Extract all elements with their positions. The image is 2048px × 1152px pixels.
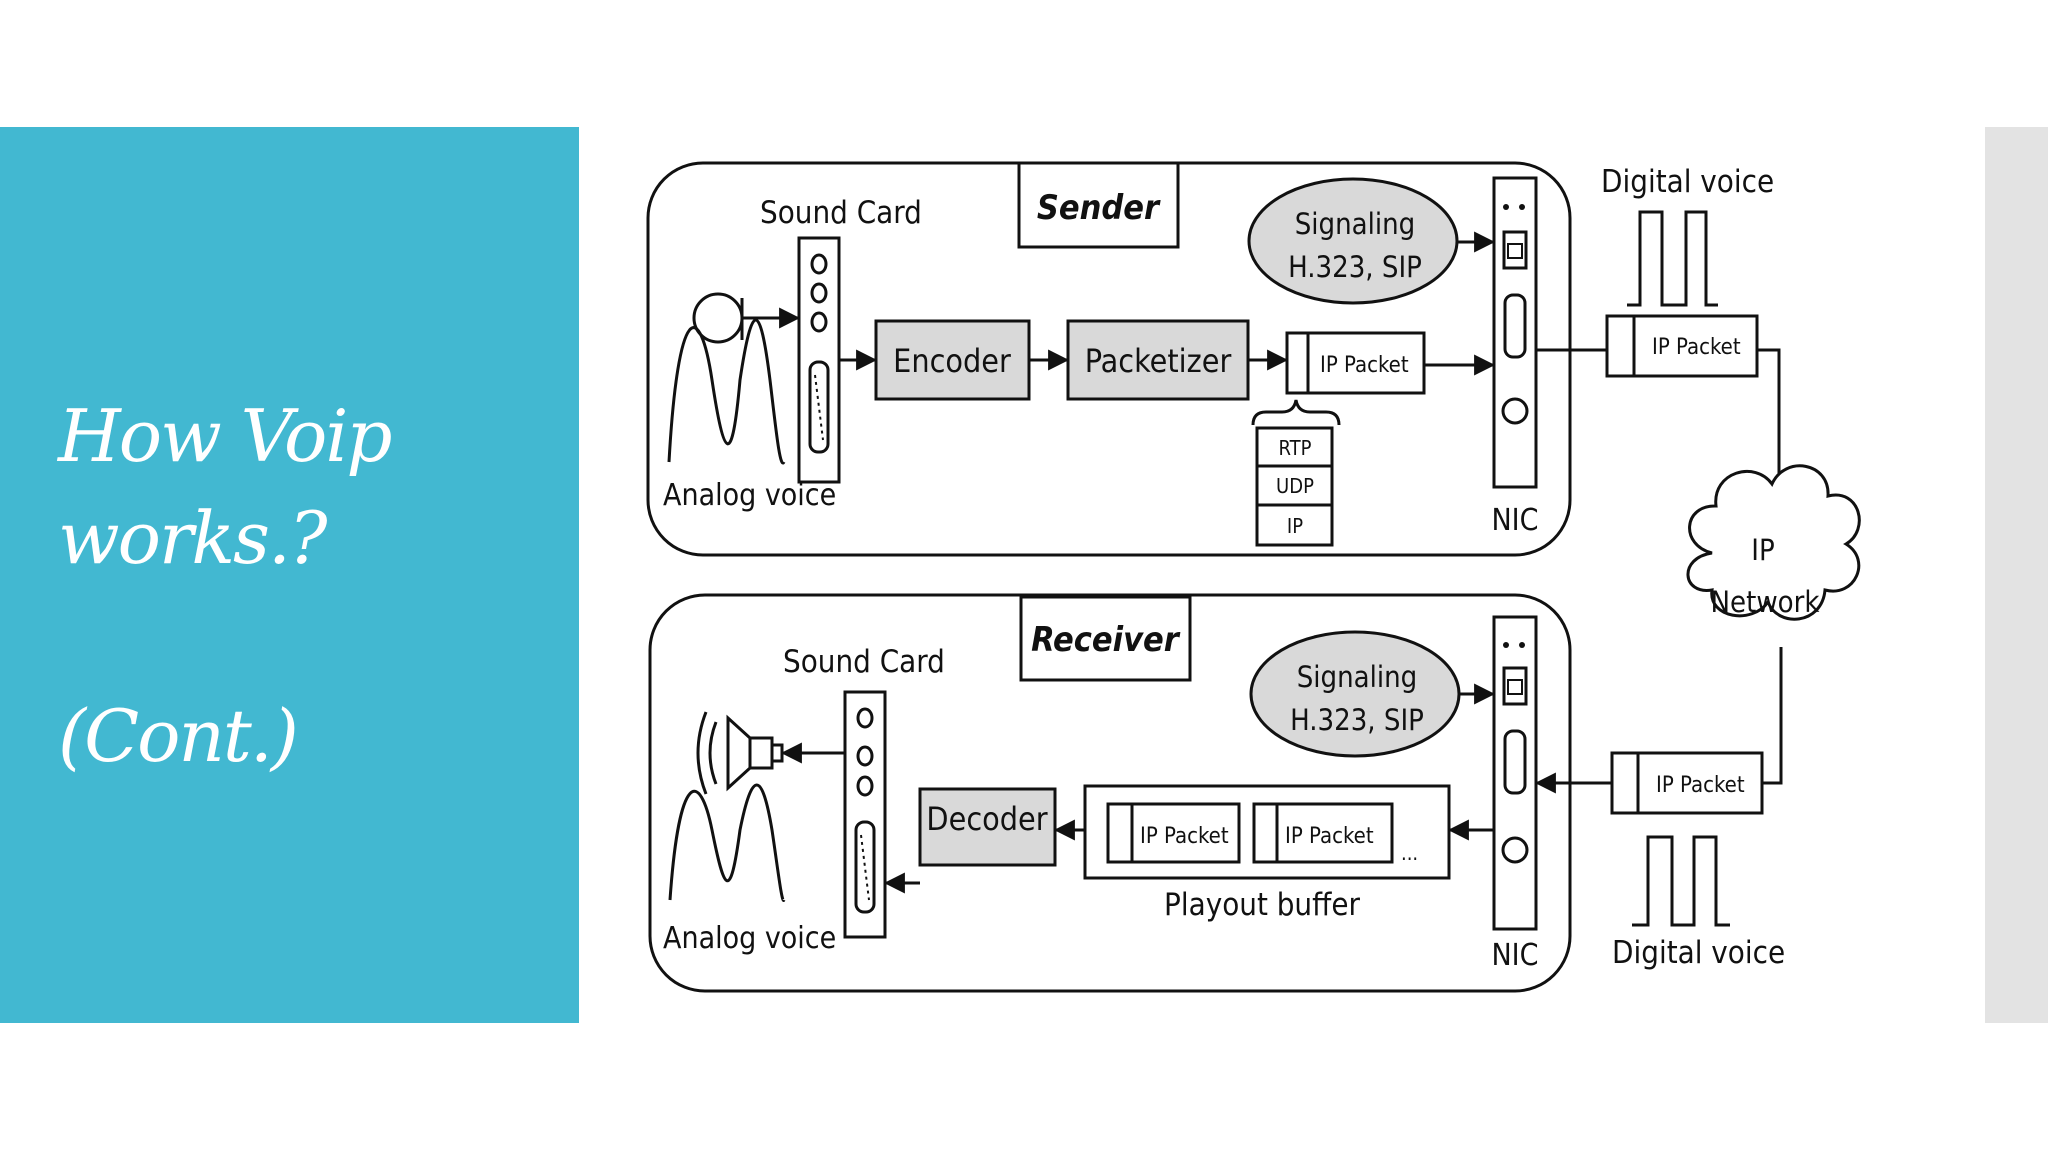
digital-wave-bottom [1632, 835, 1730, 927]
sender-label: Sender [1037, 188, 1161, 228]
sender-nic-label: NIC [1492, 503, 1539, 538]
protocol-stack: RTP UDP IP [1255, 426, 1334, 547]
cloud-label-line2: Network [1711, 585, 1821, 619]
right-edge-strip [1985, 127, 2048, 1023]
sender-nic [1492, 176, 1538, 489]
network-ip-packet-top [1605, 314, 1759, 378]
receiver-analog-voice-label: Analog voice [663, 921, 836, 956]
cloud-label-line1: IP [1751, 533, 1774, 567]
buffer-ellipsis: ... [1401, 841, 1418, 865]
receiver-panel: Receiver Analog voice Sound Card Decoder… [648, 593, 1572, 993]
sender-signaling-line1: Signaling [1295, 207, 1416, 241]
brace [1251, 399, 1341, 426]
title-line-2: works.? [58, 496, 327, 580]
encoder-box [874, 319, 1031, 401]
buffer-packet-2-label: IP Packet [1285, 824, 1374, 849]
packetizer-box [1066, 319, 1250, 401]
playout-buffer-label: Playout buffer [1164, 887, 1360, 923]
receiver-sound-card [843, 690, 887, 939]
speaker-icon [696, 711, 784, 795]
sender-analog-voice-label: Analog voice [663, 478, 836, 513]
receiver-nic-label: NIC [1492, 938, 1539, 973]
sender-ip-packet-label: IP Packet [1320, 353, 1409, 378]
receiver-frame [648, 593, 1572, 993]
digital-wave-top [1627, 210, 1718, 307]
sender-label-box [1017, 161, 1180, 249]
network-ip-packet-bottom-label: IP Packet [1656, 773, 1745, 798]
packetizer-label: Packetizer [1085, 342, 1232, 380]
network-section: Digital voice IP Packet IP Network IP Pa… [1534, 164, 1861, 971]
sender-sound-card [797, 236, 841, 484]
receiver-signaling-line1: Signaling [1297, 660, 1418, 694]
encoder-label: Encoder [893, 342, 1011, 380]
receiver-sound-card-label: Sound Card [783, 644, 945, 680]
receiver-nic [1492, 615, 1538, 931]
sender-sound-card-label: Sound Card [760, 195, 922, 231]
digital-voice-bottom-label: Digital voice [1612, 935, 1785, 971]
arrow-packet-to-cloud [1757, 348, 1790, 508]
title-line-1: How Voip [58, 394, 393, 478]
decoder-label: Decoder [926, 800, 1047, 838]
stack-ip: IP [1287, 514, 1303, 538]
stack-udp: UDP [1276, 474, 1314, 498]
receiver-signaling-ellipse [1249, 630, 1461, 758]
slide-title: How Voip works.? (Cont.) [58, 385, 558, 787]
analog-wave-sender [667, 318, 786, 465]
digital-voice-top-label: Digital voice [1601, 164, 1774, 200]
receiver-signaling-line2: H.323, SIP [1290, 703, 1424, 737]
analog-wave-receiver [668, 783, 786, 902]
sender-panel: Sender Analog voice Sound Card Encoder P… [646, 161, 1572, 557]
network-ip-packet-top-label: IP Packet [1652, 335, 1741, 360]
title-line-3: (Cont.) [58, 694, 299, 778]
ip-network-cloud [1686, 464, 1861, 621]
sender-signaling-ellipse [1247, 177, 1459, 305]
receiver-label: Receiver [1031, 620, 1181, 660]
stack-rtp: RTP [1279, 436, 1312, 460]
buffer-packet-1-label: IP Packet [1140, 824, 1229, 849]
accent-panel [0, 127, 579, 1023]
receiver-label-box [1019, 595, 1192, 682]
sender-ip-packet [1285, 331, 1426, 395]
buffer-packet-1 [1106, 802, 1241, 864]
line-cloud-to-packet [1762, 647, 1783, 785]
sender-signaling-line2: H.323, SIP [1288, 250, 1422, 284]
